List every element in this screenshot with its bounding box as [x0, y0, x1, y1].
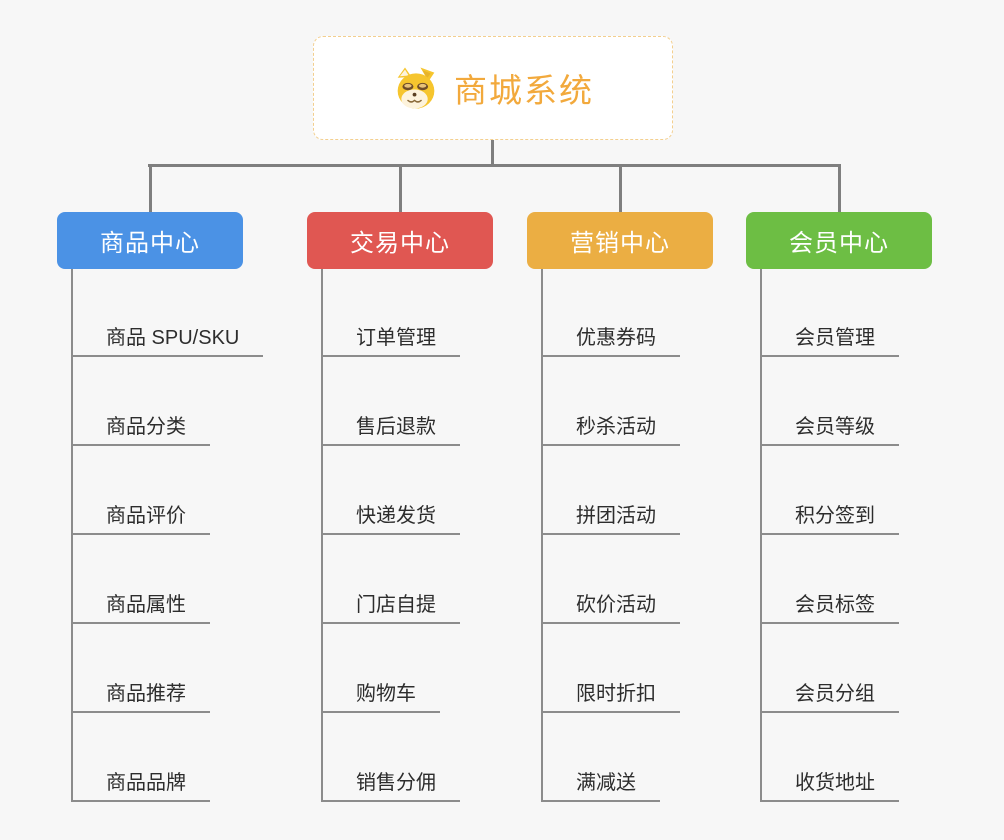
connector-line — [398, 164, 402, 213]
branch-item[interactable]: 订单管理 — [321, 321, 460, 357]
branch-item[interactable]: 门店自提 — [321, 588, 460, 624]
branch-item[interactable]: 优惠券码 — [541, 321, 680, 357]
branch-item[interactable]: 商品分类 — [71, 410, 210, 446]
branch-spine-line — [541, 269, 543, 802]
branch-item[interactable]: 会员管理 — [760, 321, 899, 357]
branch-item[interactable]: 积分签到 — [760, 499, 899, 535]
root-title: 商城系统 — [454, 72, 594, 109]
branch-item[interactable]: 会员标签 — [760, 588, 899, 624]
connector-line — [148, 164, 152, 213]
connector-line — [491, 140, 494, 167]
branch-item[interactable]: 会员分组 — [760, 677, 899, 713]
branch-item[interactable]: 商品评价 — [71, 499, 210, 535]
branch-spine-line — [71, 269, 73, 802]
branch: 会员中心 会员管理会员等级积分签到会员标签会员分组收货地址 — [746, 212, 996, 812]
connector-line — [618, 164, 622, 213]
branch-item[interactable]: 购物车 — [321, 677, 440, 713]
connector-line — [837, 164, 841, 213]
branch-item[interactable]: 拼团活动 — [541, 499, 680, 535]
branch-item[interactable]: 商品 SPU/SKU — [71, 321, 264, 357]
branch-item[interactable]: 销售分佣 — [321, 766, 460, 802]
branch-item[interactable]: 限时折扣 — [541, 677, 680, 713]
doge-face-icon — [397, 67, 435, 109]
branch-item[interactable]: 快递发货 — [321, 499, 460, 535]
branch: 商品中心 商品 SPU/SKU 商品分类商品评价商品属性商品推荐商品品牌 — [57, 212, 307, 812]
branch: 营销中心 优惠券码秒杀活动拼团活动砍价活动限时折扣满减送 — [527, 212, 777, 812]
branch-item[interactable]: 收货地址 — [760, 766, 899, 802]
branch-header[interactable]: 交易中心 — [307, 212, 493, 269]
branch-spine-line — [321, 269, 323, 802]
branch-item[interactable]: 会员等级 — [760, 410, 899, 446]
branch-item[interactable]: 秒杀活动 — [541, 410, 680, 446]
branch-item[interactable]: 商品属性 — [71, 588, 210, 624]
branch-item[interactable]: 售后退款 — [321, 410, 460, 446]
branch-header[interactable]: 会员中心 — [746, 212, 932, 269]
branch-item[interactable]: 商品品牌 — [71, 766, 210, 802]
branch-header[interactable]: 商品中心 — [57, 212, 243, 269]
branch-item[interactable]: 砍价活动 — [541, 588, 680, 624]
root-node[interactable]: 商城系统 — [313, 36, 673, 140]
branch-header[interactable]: 营销中心 — [527, 212, 713, 269]
connector-line — [148, 164, 840, 167]
branch-spine-line — [760, 269, 762, 802]
branch-item[interactable]: 商品推荐 — [71, 677, 210, 713]
branch-item[interactable]: 满减送 — [541, 766, 660, 802]
branch: 交易中心 订单管理售后退款快递发货门店自提购物车销售分佣 — [307, 212, 557, 812]
